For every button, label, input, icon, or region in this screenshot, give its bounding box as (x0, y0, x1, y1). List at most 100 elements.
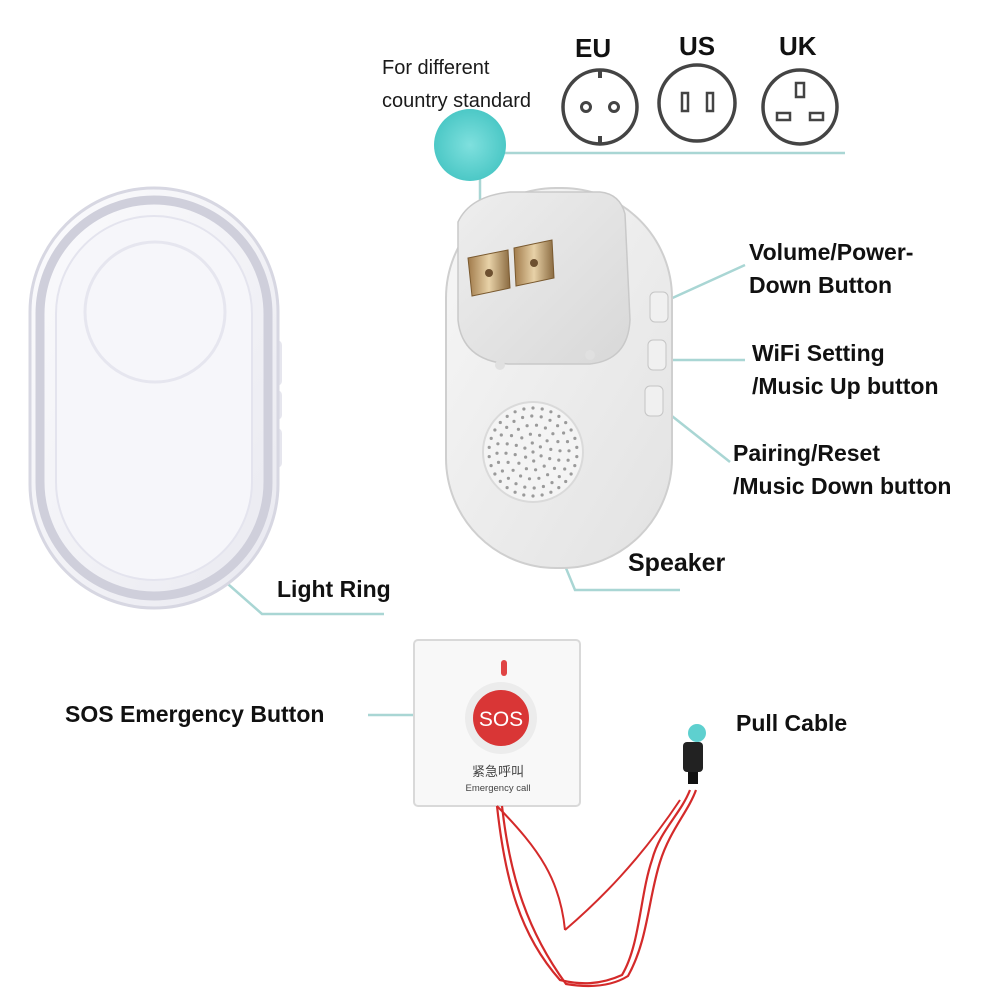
volume-leader (667, 263, 746, 302)
speaker-hole (549, 447, 553, 451)
speaker-hole (539, 415, 543, 419)
speaker-hole (530, 414, 534, 418)
speaker-hole (505, 442, 509, 446)
us-label: US (679, 31, 716, 61)
speaker-hole (550, 481, 554, 485)
speaker-hole (531, 494, 535, 498)
speaker-hole (534, 468, 538, 472)
volume-button-label: Volume/Power- Down Button (749, 236, 913, 303)
speaker-hole (557, 458, 561, 462)
speaker-hole (514, 443, 518, 447)
speaker-hole (496, 442, 500, 446)
speaker-hole (541, 484, 546, 489)
speaker-hole (542, 464, 546, 468)
speaker-hole (546, 473, 550, 477)
speaker-hole (552, 466, 557, 470)
light-ring (35, 195, 273, 601)
speaker-hole (527, 477, 532, 481)
speaker-hole (531, 406, 535, 410)
pairing-button-label-line2: /Music Down button (733, 473, 952, 500)
speaker-hole (540, 493, 544, 497)
speaker-hole (575, 455, 579, 459)
sos-chinese-text: 紧急呼叫 (472, 765, 524, 780)
speaker-hole (565, 440, 570, 444)
speaker-hole (532, 486, 536, 490)
speaker-hole (521, 415, 525, 420)
speaker-hole (500, 469, 504, 473)
speaker-hole (548, 457, 552, 461)
speaker-hole (505, 425, 509, 429)
speaker-hole (563, 467, 567, 471)
speaker-hole (575, 445, 579, 449)
plug-note-line1: For different (382, 57, 490, 79)
speaker-hole (530, 441, 534, 445)
speaker-hole (557, 486, 561, 490)
pull-cable-label: Pull Cable (736, 710, 848, 736)
uk-label: UK (779, 31, 817, 61)
speaker-hole (525, 424, 529, 428)
pairing-button-label: Pairing/Reset /Music Down button (733, 437, 951, 504)
speaker-hole (566, 458, 570, 462)
wifi-button (647, 339, 667, 371)
speaker-hole (524, 455, 528, 459)
light-ring-label: Light Ring (277, 576, 391, 602)
volume-button-label-line1: Volume/Power- (749, 239, 914, 265)
speaker-hole (569, 472, 573, 476)
speaker-hole (498, 420, 502, 425)
speaker-hole (514, 482, 518, 486)
speaker-hole (557, 414, 561, 418)
speaker-hole (548, 418, 552, 422)
speaker-hole (506, 476, 510, 480)
speaker-hole (539, 454, 543, 458)
speaker-hole (562, 431, 566, 435)
speaker-hole (505, 486, 509, 490)
speaker-hole (557, 475, 561, 479)
speaker-hole (506, 460, 510, 464)
speaker-hole (567, 449, 571, 453)
speaker-hole (522, 407, 526, 411)
speaker-hole (496, 460, 501, 464)
speaker-hole (498, 479, 502, 483)
speaker-hole (531, 450, 535, 454)
speaker-hole (522, 493, 526, 497)
speaker-hole (545, 439, 549, 443)
pull-cable-marker-dot (688, 724, 706, 742)
speaker-hole (520, 436, 524, 440)
speaker-hole (558, 449, 562, 453)
us-plug-icon (657, 63, 737, 143)
speaker-hole (551, 432, 555, 436)
speaker-hole (524, 467, 529, 471)
speaker-hole (573, 436, 577, 440)
speaker-hole (516, 427, 521, 431)
pairing-button (644, 385, 664, 417)
eu-plug-icon (561, 68, 639, 146)
speaker-hole (504, 451, 508, 455)
speaker-hole (513, 410, 517, 414)
receiver-unit (445, 187, 673, 569)
speaker-hole (489, 436, 493, 440)
speaker-hole (528, 432, 533, 436)
speaker-hole (487, 455, 491, 459)
plug-marker-dot (434, 109, 506, 181)
speaker-hole (564, 421, 568, 425)
sos-english-text: Emergency call (466, 783, 531, 794)
wifi-button-label-line1: WiFi Setting (752, 340, 885, 366)
speaker-hole (495, 451, 499, 455)
speaker-hole (564, 479, 568, 484)
speaker-hole (534, 423, 539, 427)
speaker-hole (538, 445, 543, 449)
speaker-hole (512, 419, 516, 423)
speaker-hole (549, 410, 553, 414)
speaker-hole (569, 428, 573, 432)
speaker-hole (509, 434, 514, 438)
eu-label: EU (575, 33, 612, 63)
speaker-hole (573, 464, 577, 468)
speaker-hole (523, 485, 527, 489)
volume-button (649, 291, 669, 323)
speaker-hole (519, 474, 523, 478)
pull-cable (495, 742, 703, 988)
light-ring-unit (28, 186, 282, 610)
speaker-hole (543, 426, 548, 430)
speaker-hole (513, 490, 517, 494)
speaker-hole (493, 472, 497, 476)
